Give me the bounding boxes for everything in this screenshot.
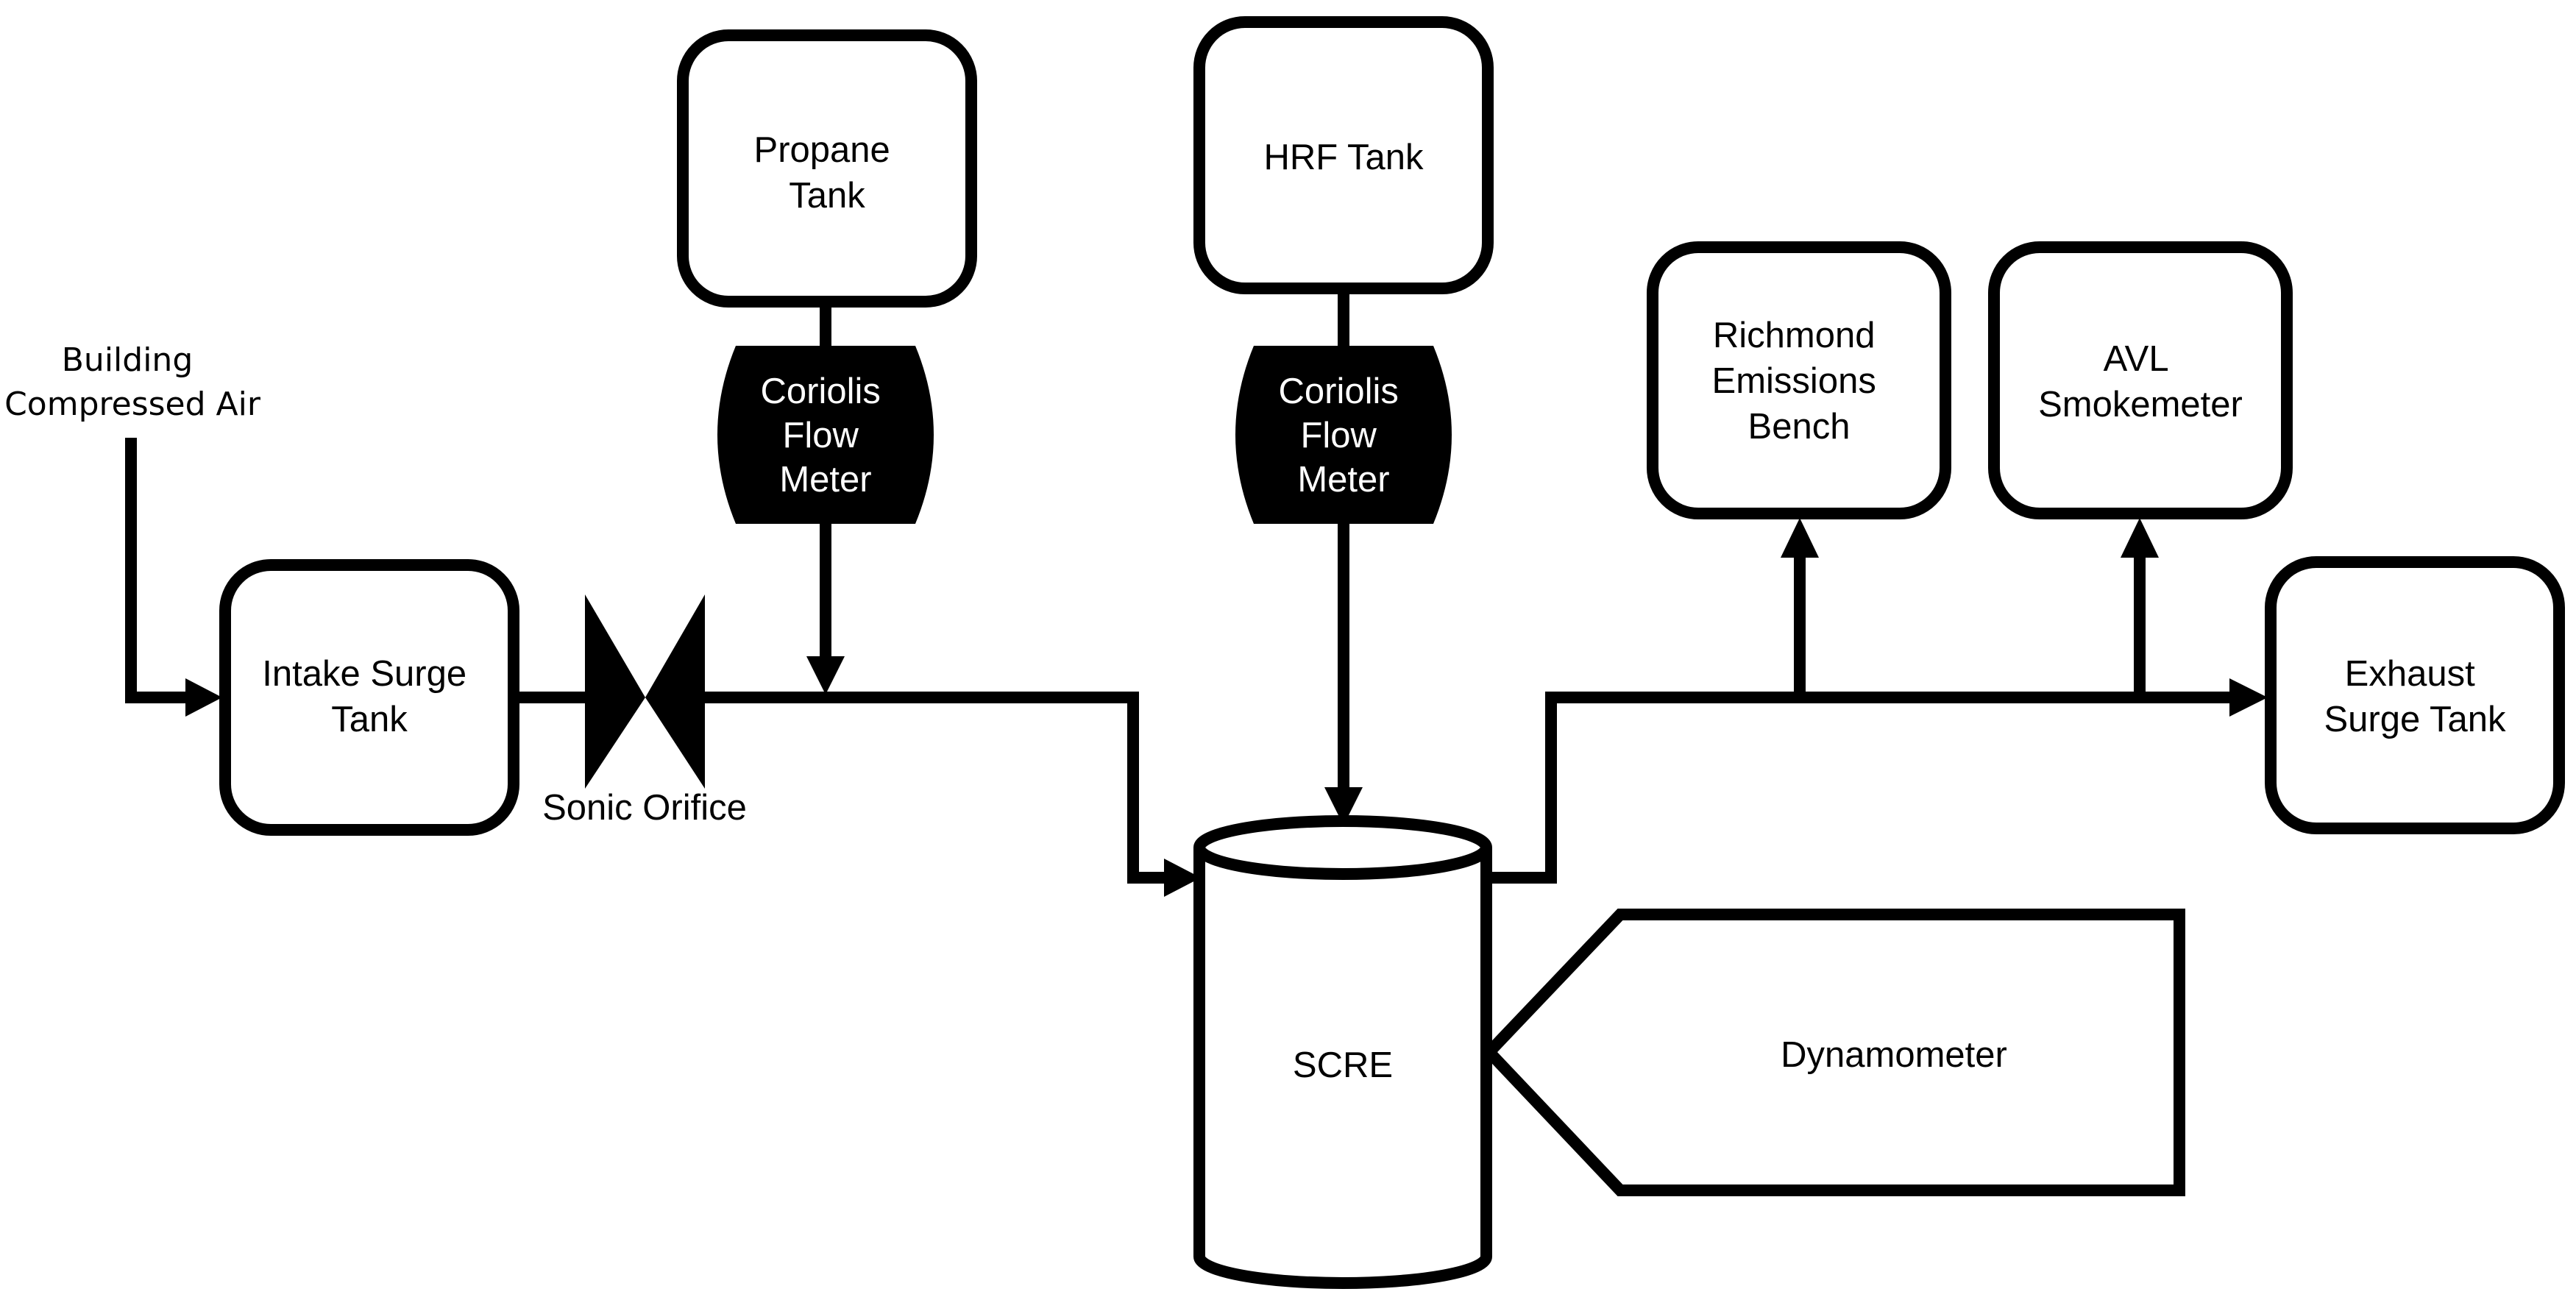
scre-cylinder: [1193, 815, 1492, 1289]
edge-orifice-to-scre: [703, 692, 1170, 884]
dynamometer-shape: [1480, 909, 2185, 1196]
arrowhead-avl: [2121, 518, 2159, 558]
propane-tank-label: Propane Tank: [754, 130, 901, 216]
arrowhead-propane-to-line: [806, 656, 845, 695]
hrf-tank-box: [1193, 16, 1494, 294]
arrowhead-exhaust-surge: [2229, 678, 2268, 717]
sonic-orifice-valve: [585, 594, 645, 789]
sonic-orifice-valve-right: [645, 594, 705, 789]
dynamometer-label: Dynamometer: [1781, 1035, 2007, 1075]
richmond-bench-box: [1647, 241, 1951, 519]
edge-building-air-to-intake: [125, 438, 190, 703]
hrf-tank-label: HRF Tank: [1264, 138, 1424, 177]
exhaust-surge-tank-box: [2265, 556, 2565, 834]
building-air-label: Building Compressed Air: [4, 341, 261, 423]
sonic-orifice-label: Sonic Orifice: [542, 788, 747, 828]
arrowhead-scre-intake: [1164, 859, 1201, 897]
hrf-coriolis-meter-shape: [1235, 346, 1452, 524]
connections: [125, 294, 2229, 884]
scre-label: SCRE: [1293, 1045, 1393, 1085]
propane-meter-label: Coriolis Flow Meter: [761, 372, 891, 500]
arrowhead-hrf-to-scre: [1324, 787, 1363, 825]
propane-tank-box: [677, 29, 977, 308]
avl-smokemeter-label: AVL Smokemeter: [2038, 339, 2243, 425]
arrowheads: [185, 518, 2268, 897]
richmond-bench-label: Richmond Emissions Bench: [1712, 316, 1887, 447]
exhaust-surge-tank-label: Exhaust Surge Tank: [2324, 654, 2506, 739]
avl-smokemeter-box: [1988, 241, 2293, 519]
edge-scre-to-exhaust: [1486, 692, 2229, 884]
propane-coriolis-meter-shape: [717, 346, 934, 524]
arrowhead-richmond: [1781, 518, 1819, 558]
hrf-meter-label: Coriolis Flow Meter: [1279, 372, 1409, 500]
intake-surge-tank-label: Intake Surge Tank: [262, 654, 476, 739]
arrowhead-intake: [185, 678, 222, 717]
intake-surge-tank-box: [219, 559, 519, 836]
